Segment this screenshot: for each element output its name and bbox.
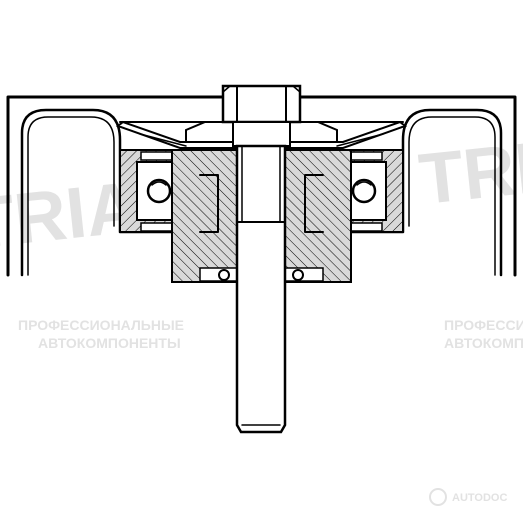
watermark-brand-right: TRIALLI: [416, 112, 523, 220]
bearing-ball-left-icon: [146, 178, 172, 204]
hub-step-left: [199, 174, 219, 233]
bolt-thread-line: [241, 145, 281, 223]
autodoc-logo-icon: [429, 488, 447, 506]
bearing-ball-right-highlight: [356, 181, 372, 186]
bolt-collar: [232, 121, 291, 147]
pulley-left-inner-wall: [20, 108, 174, 277]
bolt-shank: [235, 144, 287, 434]
hub-step-right: [304, 174, 324, 233]
watermark-tagline-left-1: ПРОФЕССИОНАЛЬНЫЕ: [18, 317, 184, 333]
watermark-tagline-right-2: АВТОКОМПОНЕНТЫ: [444, 335, 523, 351]
bearing-ball-right-icon: [351, 178, 377, 204]
bearing-ball-left-highlight: [151, 181, 167, 186]
watermark-tagline-left-2: АВТОКОМПОНЕНТЫ: [38, 335, 181, 351]
pulley-right-inner-wall-inside: [408, 116, 496, 276]
lower-seal-ball-left-icon: [218, 269, 230, 281]
bolt-head-chamfer: [222, 85, 301, 93]
pulley-right-inner-wall: [349, 108, 503, 277]
watermark-tagline-right-1: ПРОФЕССИОНАЛЬНЫЕ: [444, 317, 523, 333]
watermark-corner-logo: AUTODOC: [429, 488, 507, 506]
mounting-bolt: [221, 84, 302, 434]
pulley-left-inner-wall-inside: [27, 116, 115, 276]
bolt-head: [221, 84, 302, 124]
bolt-head-facet-lines: [236, 85, 287, 123]
dust-cover-inner-line: [139, 133, 384, 147]
lower-seal-ball-right-icon: [292, 269, 304, 281]
watermark-corner-logo-text: AUTODOC: [452, 492, 507, 504]
